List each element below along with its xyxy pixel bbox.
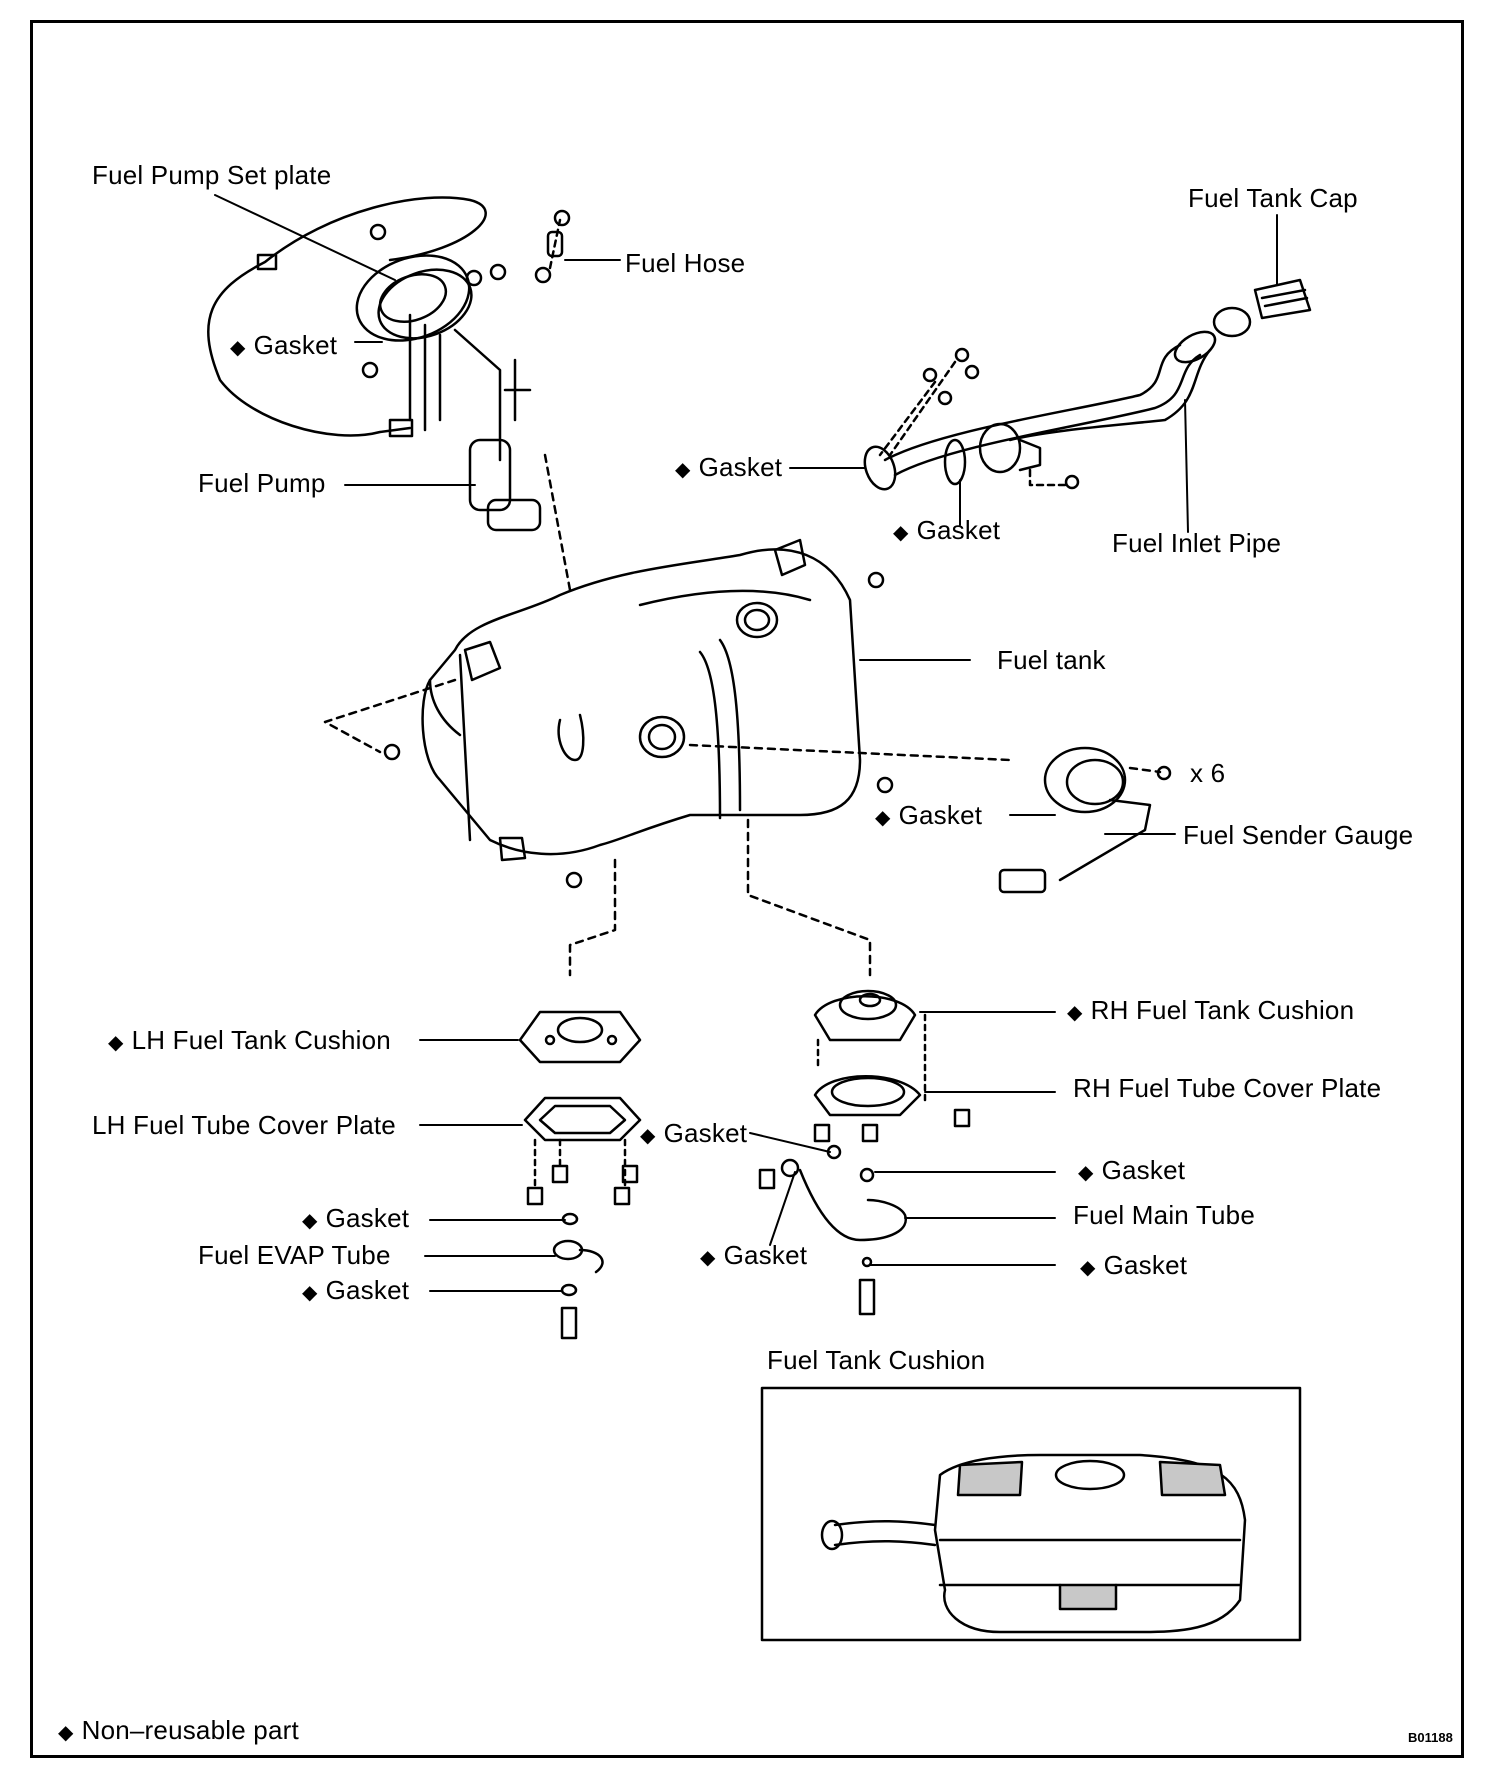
- label-rh-fuel-tank-cushion: ◆RH Fuel Tank Cushion: [1067, 995, 1355, 1025]
- lh-cover-plate-drawing: [523, 1096, 642, 1206]
- label-gasket-lh-1: ◆Gasket: [302, 1203, 410, 1233]
- lh-cushion-drawing: [518, 1010, 642, 1064]
- non-reusable-marker: ◆: [893, 522, 909, 544]
- label-fuel-pump-set-plate: Fuel Pump Set plate: [92, 160, 332, 190]
- label-gasket-pump: ◆Gasket: [230, 330, 338, 360]
- inlet-gaskets: [863, 438, 967, 491]
- non-reusable-marker: ◆: [640, 1125, 656, 1147]
- non-reusable-marker: ◆: [230, 337, 246, 359]
- label-gasket-lh-2: ◆Gasket: [302, 1275, 410, 1305]
- label-lh-fuel-tube-cover-plate: LH Fuel Tube Cover Plate: [92, 1110, 396, 1140]
- label-fuel-main-tube: Fuel Main Tube: [1073, 1200, 1256, 1230]
- label-lh-fuel-tank-cushion: ◆LH Fuel Tank Cushion: [108, 1025, 391, 1055]
- inset-tank-drawing: [820, 1453, 1247, 1634]
- inset-box: [760, 1386, 1302, 1642]
- label-fuel-hose: Fuel Hose: [625, 248, 746, 278]
- tank-bolts-and-guides: [323, 453, 1162, 977]
- non-reusable-marker: ◆: [675, 459, 691, 481]
- rh-main-tube-drawing: [758, 1144, 907, 1316]
- non-reusable-marker: ◆: [700, 1247, 716, 1269]
- label-fuel-tank: Fuel tank: [997, 645, 1106, 675]
- rh-cover-plate-drawing: [813, 1013, 971, 1143]
- non-reusable-marker: ◆: [1067, 1002, 1083, 1024]
- label-fuel-pump: Fuel Pump: [198, 468, 326, 498]
- label-x6: x 6: [1190, 758, 1226, 788]
- label-inset-fuel-tank-cushion: Fuel Tank Cushion: [767, 1345, 986, 1375]
- label-gasket-center-2: ◆Gasket: [700, 1240, 808, 1270]
- fuel-pump-set-plate: [355, 254, 473, 342]
- label-gasket-rh-2: ◆Gasket: [1080, 1250, 1188, 1280]
- non-reusable-marker: ◆: [1078, 1162, 1094, 1184]
- diagram-frame: [30, 20, 1464, 1758]
- non-reusable-marker: ◆: [302, 1282, 318, 1304]
- fuel-inlet-pipe-drawing: [883, 330, 1217, 477]
- fuel-sender-gauge-drawing: [998, 746, 1172, 894]
- label-gasket-center: ◆Gasket: [640, 1118, 748, 1148]
- pump-bolts: [361, 209, 571, 379]
- non-reusable-marker: ◆: [58, 1722, 74, 1744]
- label-rh-fuel-tube-cover-plate: RH Fuel Tube Cover Plate: [1073, 1073, 1382, 1103]
- label-gasket-rh-1: ◆Gasket: [1078, 1155, 1186, 1185]
- label-fuel-evap-tube: Fuel EVAP Tube: [198, 1240, 391, 1270]
- non-reusable-marker: ◆: [302, 1210, 318, 1232]
- label-fuel-inlet-pipe: Fuel Inlet Pipe: [1112, 528, 1282, 558]
- leader-lines: [214, 194, 1278, 1292]
- fuel-tank-cap-drawing: [1212, 278, 1312, 338]
- inlet-bolts: [878, 347, 1080, 490]
- label-gasket-sender: ◆Gasket: [875, 800, 983, 830]
- fuel-pump-body: [408, 313, 542, 532]
- fuel-pump-wire-harness: [207, 196, 487, 438]
- non-reusable-marker: ◆: [875, 807, 891, 829]
- non-reusable-marker: ◆: [108, 1032, 124, 1054]
- rh-cushion-drawing: [813, 989, 917, 1042]
- legend-non-reusable: ◆Non–reusable part: [58, 1715, 299, 1745]
- reference-code: B01188: [1408, 1730, 1453, 1745]
- label-fuel-tank-cap: Fuel Tank Cap: [1188, 183, 1358, 213]
- label-gasket-inlet-1: ◆Gasket: [675, 452, 783, 482]
- label-fuel-sender-gauge: Fuel Sender Gauge: [1183, 820, 1414, 850]
- fuel-tank-drawing: [421, 538, 862, 862]
- lh-evap-tube-drawing: [552, 1212, 604, 1340]
- non-reusable-marker: ◆: [1080, 1257, 1096, 1279]
- label-gasket-inlet-2: ◆Gasket: [893, 515, 1001, 545]
